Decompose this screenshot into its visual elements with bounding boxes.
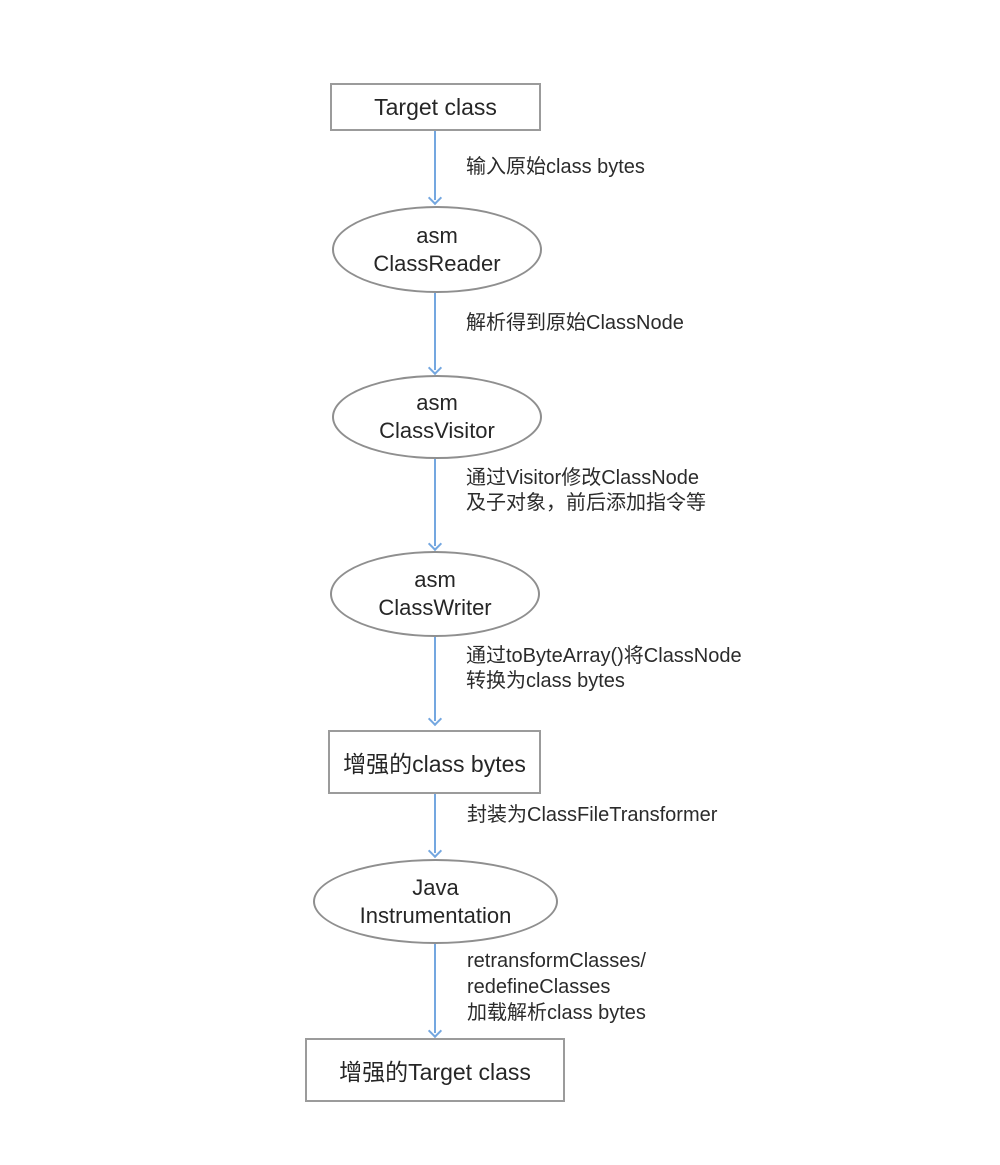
arrow-line bbox=[434, 794, 436, 853]
node-asm-classwriter-line2: ClassWriter bbox=[378, 595, 492, 620]
arrowhead-down-icon bbox=[427, 1023, 443, 1039]
edge-label-input-bytes: 输入原始class bytes bbox=[466, 156, 645, 178]
node-enhanced-class-bytes-label: 增强的class bytes bbox=[343, 751, 526, 777]
arrow-line bbox=[434, 293, 436, 370]
node-enhanced-target-class-label: 增强的Target class bbox=[339, 1059, 531, 1085]
node-asm-classreader: asm ClassReader bbox=[332, 206, 542, 293]
node-asm-classreader-line2: ClassReader bbox=[373, 250, 501, 276]
arrow-line bbox=[434, 131, 436, 200]
arrow-retransform bbox=[427, 944, 443, 1039]
arrow-visitor-modify bbox=[427, 459, 443, 552]
edge-label-visitor-modify: 通过Visitor修改ClassNode 及子对象，前后添加指令等 bbox=[466, 467, 706, 514]
edge-label-wrap-transformer: 封装为ClassFileTransformer bbox=[467, 804, 718, 826]
arrow-tobytearray bbox=[427, 637, 443, 727]
arrowhead-down-icon bbox=[427, 190, 443, 206]
node-asm-classvisitor: asm ClassVisitor bbox=[332, 375, 542, 459]
arrowhead-down-icon bbox=[427, 711, 443, 727]
node-java-instrumentation-line1: Java bbox=[412, 874, 459, 900]
node-target-class-label: Target class bbox=[374, 93, 497, 120]
edge-label-tobytearray: 通过toByteArray()将ClassNode 转换为class bytes bbox=[466, 645, 742, 692]
arrow-input-bytes bbox=[427, 131, 443, 206]
node-java-instrumentation: Java Instrumentation bbox=[313, 859, 558, 944]
node-target-class: Target class bbox=[330, 83, 541, 131]
node-asm-classvisitor-line1: asm bbox=[416, 390, 458, 415]
node-enhanced-class-bytes: 增强的class bytes bbox=[328, 730, 541, 794]
node-asm-classvisitor-line2: ClassVisitor bbox=[379, 418, 495, 443]
arrowhead-down-icon bbox=[427, 536, 443, 552]
arrow-line bbox=[434, 637, 436, 721]
arrow-parse-classnode bbox=[427, 293, 443, 376]
arrow-line bbox=[434, 459, 436, 546]
edge-label-retransform: retransformClasses/ redefineClasses 加载解析… bbox=[467, 950, 646, 1024]
edge-label-parse-classnode: 解析得到原始ClassNode bbox=[466, 312, 684, 334]
arrowhead-down-icon bbox=[427, 843, 443, 859]
node-asm-classwriter: asm ClassWriter bbox=[330, 551, 540, 637]
node-asm-classreader-line1: asm bbox=[416, 222, 458, 248]
node-java-instrumentation-line2: Instrumentation bbox=[359, 902, 512, 928]
arrowhead-down-icon bbox=[427, 360, 443, 376]
arrow-line bbox=[434, 944, 436, 1033]
node-enhanced-target-class: 增强的Target class bbox=[305, 1038, 565, 1102]
node-asm-classwriter-line1: asm bbox=[414, 567, 456, 592]
arrow-wrap-transformer bbox=[427, 794, 443, 859]
